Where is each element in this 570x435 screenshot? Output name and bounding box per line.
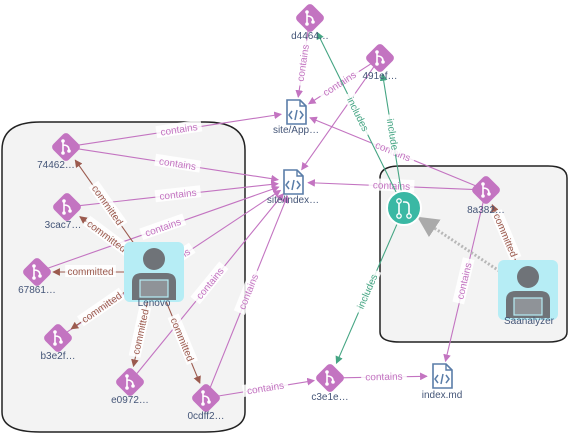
svg-text:include: include: [384, 118, 400, 151]
node-commit-c0cdff2[interactable]: 0cdff2…: [187, 382, 225, 422]
edge-label: committed: [65, 265, 116, 278]
node-label: 8a382…: [467, 205, 505, 216]
git-commit-icon: [296, 4, 324, 32]
node-file-index-md[interactable]: index.md: [422, 363, 463, 401]
node-commit-b3e2f[interactable]: b3e2f…: [40, 322, 76, 362]
node-label: Lenovo: [138, 298, 171, 309]
code-file-icon: [283, 169, 304, 195]
node-commit-c74462[interactable]: 74462…: [37, 131, 81, 171]
git-commit-icon: [316, 364, 344, 392]
svg-text:contains: contains: [365, 372, 402, 384]
node-label: 0cdff2…: [187, 411, 224, 422]
code-file-icon: [432, 363, 453, 389]
node-commit-491ef[interactable]: 491ef…: [362, 42, 398, 82]
svg-text:contains: contains: [246, 380, 285, 397]
node-label: e0972…: [111, 395, 149, 406]
svg-text:committed: committed: [67, 267, 113, 278]
git-commit-icon: [366, 44, 394, 72]
node-commit-c67861[interactable]: 67861…: [18, 256, 56, 296]
node-file-index-file[interactable]: site/index…: [267, 169, 319, 206]
svg-text:contains: contains: [296, 44, 312, 82]
node-commit-c8a382[interactable]: 8a382…: [467, 174, 505, 216]
node-label: b3e2f…: [40, 351, 75, 362]
node-label: d4464…: [291, 31, 329, 42]
node-label: 491ef…: [362, 71, 397, 82]
edge-label: contains: [361, 369, 407, 384]
edge-label: contains: [293, 39, 312, 87]
node-commit-d4464[interactable]: d4464…: [291, 2, 329, 42]
git-commit-icon: [116, 368, 144, 396]
edge-label: contains: [241, 377, 289, 397]
git-commit-icon: [52, 133, 80, 161]
node-person-saanalyzer[interactable]: Saanalyzer: [498, 260, 558, 327]
edge-label: includes: [343, 90, 375, 137]
svg-text:includes: includes: [356, 273, 381, 311]
node-label: site/App…: [273, 125, 319, 136]
node-label: 74462…: [37, 160, 75, 171]
node-file-app[interactable]: site/App…: [273, 99, 319, 136]
node-label: site/index…: [267, 195, 319, 206]
git-commit-icon: [472, 176, 500, 204]
node-commit-e0972[interactable]: e0972…: [111, 366, 149, 406]
pull-request-icon: [386, 190, 422, 226]
edge-label: include: [384, 113, 403, 156]
git-commit-icon: [192, 384, 220, 412]
edge-saanalyzer-pr: [417, 216, 508, 277]
node-label: index.md: [422, 390, 463, 401]
edge-label: contains: [154, 185, 202, 203]
node-person-lenovo[interactable]: Lenovo: [124, 242, 184, 309]
user-icon: [124, 242, 184, 302]
node-commit-c3e1e[interactable]: c3e1e…: [311, 362, 349, 403]
git-commit-icon: [23, 258, 51, 286]
node-pr-pr[interactable]: [386, 190, 422, 226]
git-commit-icon: [44, 324, 72, 352]
node-commit-c3cac7[interactable]: 3cac7…: [45, 191, 83, 231]
svg-text:includes: includes: [344, 96, 370, 134]
git-commit-icon: [53, 193, 81, 221]
node-label: c3e1e…: [311, 392, 348, 403]
user-icon: [498, 260, 558, 320]
edge-label: includes: [352, 267, 382, 315]
edge-491ef-index_file: [301, 66, 375, 171]
code-file-icon: [286, 99, 307, 125]
node-label: Saanalyzer: [504, 316, 555, 327]
svg-text:contains: contains: [159, 188, 197, 203]
node-label: 3cac7…: [45, 220, 82, 231]
node-label: 67861…: [18, 285, 56, 296]
nodes-layer: d4464… 491ef… site/App… site/index… 74462… 3c…: [18, 2, 558, 422]
